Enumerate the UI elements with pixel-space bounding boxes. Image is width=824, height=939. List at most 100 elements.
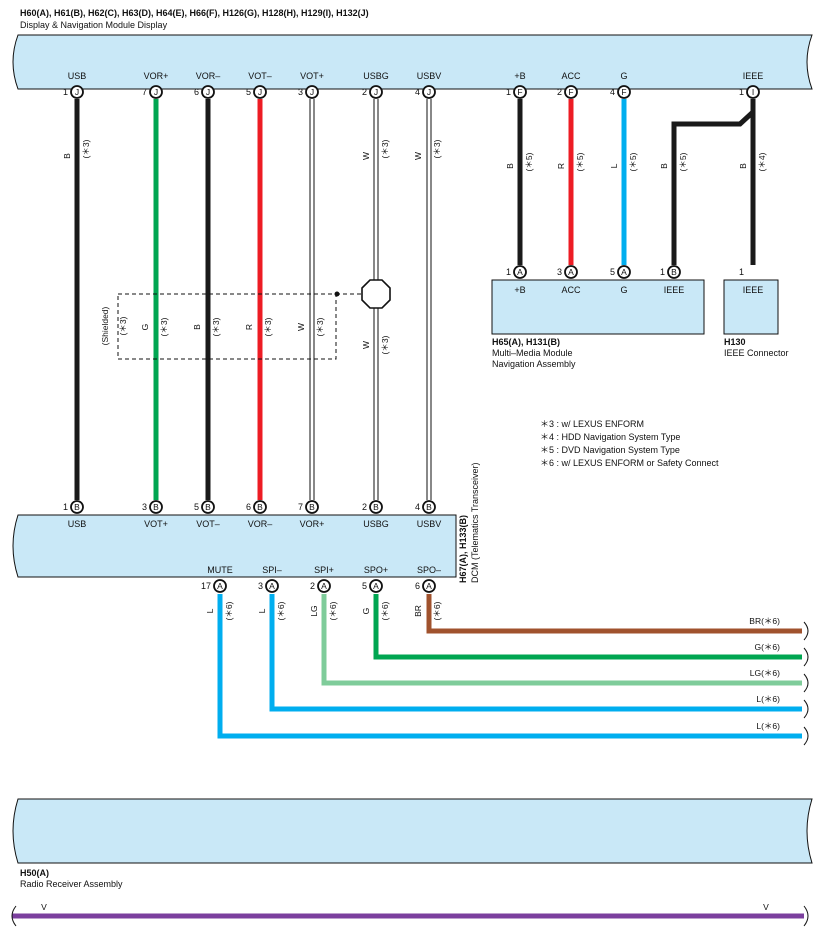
continuation-brackets <box>803 621 809 746</box>
wire-code: W <box>361 341 371 349</box>
display-pin-label-vot-minus: VOT– <box>248 71 272 81</box>
display-pin-label-usb: USB <box>68 71 87 81</box>
wire-code: B <box>192 324 202 330</box>
wire-note: (＊6) <box>432 601 442 620</box>
mm-pin-circles <box>513 265 681 279</box>
dcm-top-pin-conn-letters: B B B B B B B <box>74 502 432 512</box>
mm-module-name-2: Navigation Assembly <box>492 359 576 369</box>
wire-spo-plus-green <box>373 594 802 660</box>
pin-conn: A <box>568 267 574 277</box>
display-module-codes: H60(A), H61(B), H62(C), H63(D), H64(E), … <box>20 8 369 18</box>
shielded-label: (Shielded) <box>100 306 110 345</box>
wire-code: W <box>361 152 371 160</box>
dcm-pin-label-vor-plus: VOR+ <box>300 519 325 529</box>
dcm-pin-label-mute: MUTE <box>207 565 233 575</box>
pin-num: 1 <box>660 267 665 277</box>
wire-code: B <box>505 163 515 169</box>
dcm-codes: H67(A), H133(B) <box>458 515 468 583</box>
ieee-connector-code: H130 <box>724 337 746 347</box>
wire-note: (＊3) <box>159 317 169 336</box>
wire-codes-mid: G (＊3) B (＊3) R (＊3) W (＊3) W (＊3) <box>140 317 390 354</box>
pin-num: 1 <box>63 502 68 512</box>
pin-conn: B <box>153 502 159 512</box>
pin-conn: B <box>671 267 677 277</box>
wire-spo-minus-brown <box>426 594 802 634</box>
pin-conn: J <box>75 87 79 97</box>
radio-name: Radio Receiver Assembly <box>20 879 123 889</box>
pin-conn: J <box>374 87 378 97</box>
pin-conn: A <box>517 267 523 277</box>
wire-code: R <box>244 324 254 330</box>
pin-conn: J <box>206 87 210 97</box>
wire-note: (＊6) <box>380 601 390 620</box>
pin-num: 1 <box>506 87 511 97</box>
pin-num: 7 <box>298 502 303 512</box>
pin-num: 1 <box>739 87 744 97</box>
radio-box <box>12 798 813 864</box>
wire-note: (＊3) <box>263 317 273 336</box>
wire-spi-minus-blue <box>269 594 802 712</box>
note-5: ＊5 : DVD Navigation System Type <box>540 445 680 455</box>
wire-note: (＊3) <box>432 139 442 158</box>
pin-conn: J <box>258 87 262 97</box>
pin-num: 5 <box>194 502 199 512</box>
pin-conn: J <box>427 87 431 97</box>
v-wire-right-bracket <box>803 905 809 927</box>
dcm-pin-label-spo-plus: SPO+ <box>364 565 388 575</box>
pin-conn: F <box>517 87 522 97</box>
pin-num: 4 <box>415 502 420 512</box>
wire-note: (＊5) <box>678 152 688 171</box>
pin-conn: J <box>310 87 314 97</box>
radio-code: H50(A) <box>20 868 49 878</box>
wire-mute-blue <box>217 594 802 739</box>
notes-list: ＊3 : w/ LEXUS ENFORM ＊4 : HDD Navigation… <box>540 419 719 468</box>
pin-conn: B <box>205 502 211 512</box>
wire-note: (＊3) <box>81 139 91 158</box>
wire-code: W <box>296 323 306 331</box>
dcm-bottom-pin-conn-letters: A A A A A <box>217 581 432 591</box>
pin-num: 4 <box>610 87 615 97</box>
wire-note: (＊3) <box>315 317 325 336</box>
pin-num: 1 <box>506 267 511 277</box>
right-label-l-1: L(＊6) <box>756 694 780 704</box>
pin-num: 17 <box>201 581 211 591</box>
display-pin-label-ieee: IEEE <box>743 71 764 81</box>
pin-num: 6 <box>415 581 420 591</box>
wire-code: B <box>62 153 72 159</box>
display-module-name: Display & Navigation Module Display <box>20 20 168 30</box>
ieee-connector-name: IEEE Connector <box>724 348 789 358</box>
wire-code: LG <box>309 605 319 616</box>
pin-num: 2 <box>557 87 562 97</box>
wire-code: L <box>205 608 215 613</box>
display-pin-label-plus-b: +B <box>514 71 525 81</box>
right-label-g: G(＊6) <box>754 642 780 652</box>
mm-module-name-1: Multi–Media Module <box>492 348 573 358</box>
display-pin-label-vor-plus: VOR+ <box>144 71 169 81</box>
pin-num: 5 <box>246 87 251 97</box>
dcm-bottom-pin-labels: MUTE SPI– SPI+ SPO+ SPO– <box>207 565 441 575</box>
right-wire-labels: BR(＊6) G(＊6) LG(＊6) L(＊6) L(＊6) <box>749 616 780 731</box>
dcm-top-pin-labels: USB VOT+ VOT– VOR– VOR+ USBG USBV <box>68 519 442 529</box>
dcm-pin-label-vor-minus: VOR– <box>248 519 273 529</box>
dcm-pin-label-usbg: USBG <box>363 519 389 529</box>
mm-pin-label-acc: ACC <box>561 285 581 295</box>
pin-conn: A <box>426 581 432 591</box>
dcm-pin-label-usb: USB <box>68 519 87 529</box>
dcm-top-pin-numbers: 1 3 5 6 7 2 4 <box>63 502 420 512</box>
dcm-pin-label-spi-plus: SPI+ <box>314 565 334 575</box>
wire-note: (＊5) <box>575 152 585 171</box>
display-pin-label-acc: ACC <box>561 71 581 81</box>
wire-note: (＊4) <box>757 152 767 171</box>
dcm-bottom-pin-circles <box>213 579 436 593</box>
pin-num: 5 <box>610 267 615 277</box>
pin-num: 6 <box>246 502 251 512</box>
wire-code: B <box>659 163 669 169</box>
wire-code: L <box>609 163 619 168</box>
dcm-pin-label-vot-minus: VOT– <box>196 519 220 529</box>
mm-pin-numbers: 1 3 5 1 <box>506 267 665 277</box>
mm-pin-conn-letters: A A A B <box>517 267 677 277</box>
wire-note: (＊3) <box>380 139 390 158</box>
right-label-lg: LG(＊6) <box>750 668 780 678</box>
wire-note: (＊3) <box>380 335 390 354</box>
